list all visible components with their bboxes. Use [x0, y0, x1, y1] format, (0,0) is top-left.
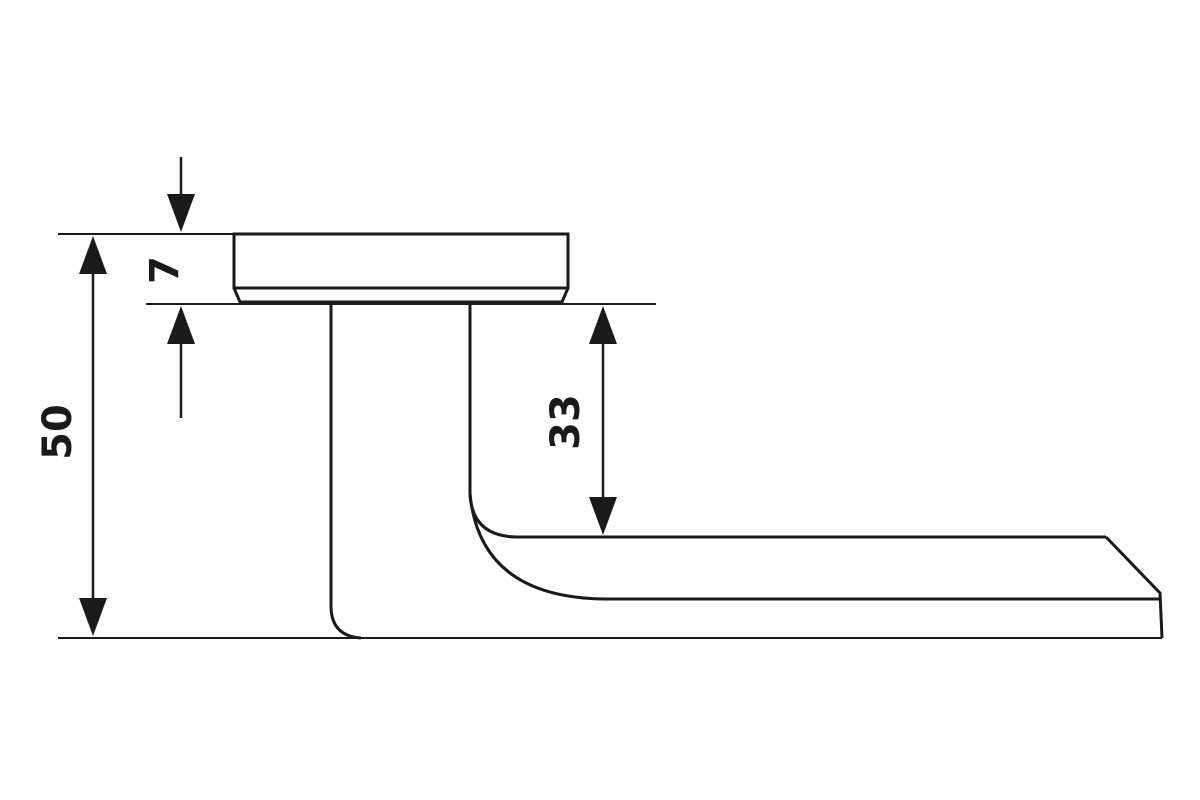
dimension-overall-height: 50 — [35, 236, 107, 636]
dimension-label-7: 7 — [142, 256, 188, 284]
rose-plate — [232, 232, 570, 304]
dimension-rose-thickness: 7 — [142, 157, 195, 418]
dimension-lever-clearance: 33 — [543, 306, 617, 535]
dimension-label-33: 33 — [543, 394, 589, 450]
dimension-label-50: 50 — [35, 404, 81, 460]
handle-lever — [329, 304, 1164, 640]
